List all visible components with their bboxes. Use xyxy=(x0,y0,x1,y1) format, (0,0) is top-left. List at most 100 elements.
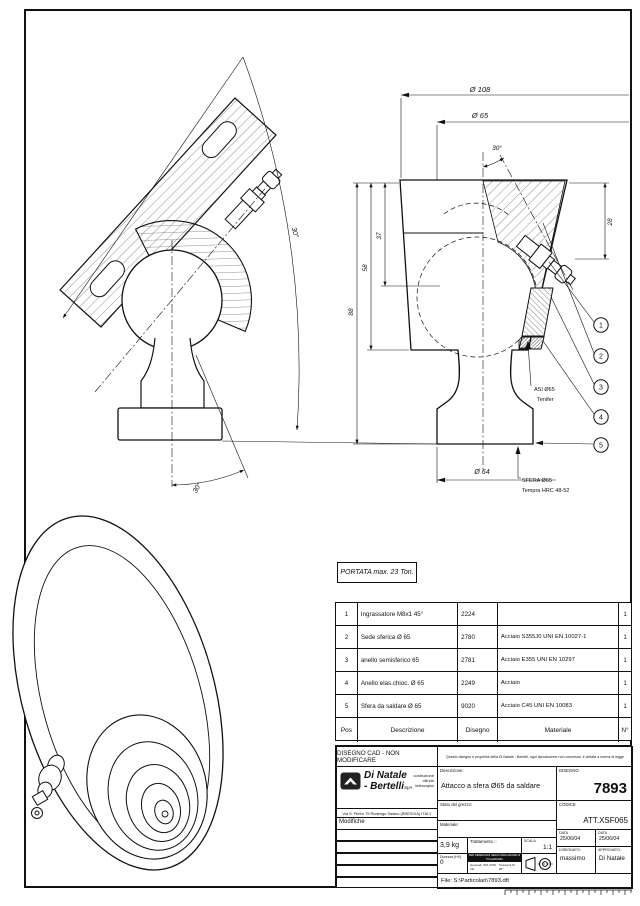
table-row: 4 Anello elas.chioc. Ø 65 2249 Acciaio 1 xyxy=(336,672,631,695)
scala-label: SCALA xyxy=(524,839,536,843)
modifiche-row xyxy=(336,829,438,841)
parts-table: 1 Ingrassatore M8x1 45° 2224 1 2 Sede sf… xyxy=(335,602,632,742)
tagline-2: cilindri xyxy=(422,778,434,783)
company-logo-icon xyxy=(340,772,361,790)
tilted-section-view: 30° 30° xyxy=(59,56,438,495)
part-mat: Acciaio E355 UNI EN 10297 xyxy=(498,649,620,671)
projection-symbol-cell xyxy=(521,853,557,874)
approved-by-value: Di Natale xyxy=(599,855,625,862)
balloons: 1 2 3 4 5 xyxy=(593,317,609,453)
date-drawn-value: 25/06/04 xyxy=(560,836,581,842)
part-desc: Anello elas.chioc. Ø 65 xyxy=(358,672,459,694)
dim-label-37: 37 xyxy=(376,232,383,240)
drawn-by-label: DISEGNATO: xyxy=(559,848,581,852)
tolerance-angle: Angolare 30' xyxy=(502,872,519,874)
dim-label-30: 30° xyxy=(492,144,502,152)
centerline-fitting xyxy=(499,154,574,291)
code-value: ATT.XSF065 xyxy=(583,816,628,825)
angle-dim-side xyxy=(62,56,300,431)
dim-label-58: 58 xyxy=(362,264,369,272)
balloon-1: 1 xyxy=(599,323,603,330)
col-header-mat: Materiale xyxy=(498,718,620,742)
part-mat: Acciaio S355J0 UNI EN.10027-1 xyxy=(498,626,620,648)
part-dis: 2224 xyxy=(458,603,498,625)
col-header-qty: N° xyxy=(621,726,629,734)
sfera-leader xyxy=(515,446,521,479)
date-approved-cell: DATA 25/06/04 xyxy=(595,829,633,847)
balloon-5: 5 xyxy=(599,443,603,450)
tagline-1: costruzione xyxy=(413,773,434,778)
dim-lines xyxy=(353,92,629,483)
modifiche-row xyxy=(336,865,438,877)
part-qty: 1 xyxy=(623,656,627,664)
col-header-dis: Disegno xyxy=(458,718,498,742)
dim-label-28: 28 xyxy=(607,218,614,227)
balloon-3: 3 xyxy=(599,385,603,392)
plate-slot-left xyxy=(89,260,125,298)
part-mat xyxy=(498,603,620,625)
ann-sfera-line1: SFERA Ø65 xyxy=(522,478,552,484)
drawing-number-value: 7893 xyxy=(593,780,627,797)
scala-value: 1:1 xyxy=(542,844,552,851)
ring-leader xyxy=(525,341,532,387)
sheet-frame xyxy=(24,9,632,888)
stato-grezzo-cell: Stato del grezzo: xyxy=(437,800,557,821)
code-cell: CODICE ATT.XSF065 xyxy=(556,800,633,830)
file-path-note: File: S:\Particolari\7893.dft xyxy=(437,873,633,889)
balloon-2: 2 xyxy=(599,354,603,361)
col-header-pos: Pos xyxy=(336,718,358,742)
part-pos: 5 xyxy=(336,695,358,717)
drawing-number-cell: DISEGNO 7893 xyxy=(556,766,633,801)
tolerance-cell: PER DIMENSIONI SENZA INDICAZIONE DI TOLL… xyxy=(467,853,522,874)
isometric-view xyxy=(12,515,224,871)
modifiche-row xyxy=(336,841,438,853)
grease-fitting-front xyxy=(515,234,576,286)
title-block: DISEGNO CAD - NON MODIFICARE Questo dise… xyxy=(335,745,633,889)
tolerance-title: PER DIMENSIONI SENZA INDICAZIONE DI TOLL… xyxy=(468,854,521,862)
balloon-4: 4 xyxy=(599,415,603,422)
part-mat: Acciaio xyxy=(498,672,620,694)
tolerance-general: Generali: ISO 2768-mK xyxy=(470,863,497,871)
part-dis: 2781 xyxy=(458,649,498,671)
modifiche-row xyxy=(336,877,438,888)
elastic-ring-section xyxy=(518,336,545,350)
col-header-desc: Descrizione xyxy=(358,718,459,742)
dim-label-d108: Ø 108 xyxy=(469,85,491,94)
capacity-note: PORTATA max. 23 Ton. xyxy=(337,562,417,583)
code-label: CODICE xyxy=(559,802,576,807)
part-desc: Ingrassatore M8x1 45° xyxy=(358,603,459,625)
part-qty: 1 xyxy=(623,610,627,618)
date-label: DATA xyxy=(598,831,608,835)
table-row: 1 Ingrassatore M8x1 45° 2224 1 xyxy=(336,603,631,626)
table-row: 3 anello semisferico 65 2781 Acciaio E35… xyxy=(336,649,631,672)
stato-grezzo-label: Stato del grezzo: xyxy=(440,802,473,807)
ann-sfera-line2: Tempra HRC 48-52 xyxy=(522,488,569,494)
date-approved-value: 25/06/04 xyxy=(599,836,620,842)
cavity-hidden-arc xyxy=(443,202,511,217)
part-dis: 9020 xyxy=(458,695,498,717)
dim-label-d64: Ø 64 xyxy=(473,469,489,476)
table-header-row: Pos Descrizione Disegno Materiale N° xyxy=(336,718,631,742)
ann-ring-line1: ASI Ø65 xyxy=(534,387,555,393)
company-tagline: costruzione cilindri telescopici xyxy=(414,773,434,788)
approved-by-label: APPROVATO: xyxy=(598,848,621,852)
drawn-by-value: massimo xyxy=(560,855,586,862)
iso-grease-fitting xyxy=(31,754,65,819)
semispheric-ring-section xyxy=(521,287,554,337)
date-label: DATA xyxy=(559,831,569,835)
description-label: Descrizione: xyxy=(440,768,464,773)
front-section-view: 30° xyxy=(348,85,629,494)
scala-cell: SCALA 1:1 xyxy=(521,837,557,854)
part-pos: 1 xyxy=(336,603,358,625)
durezza-value: 0 xyxy=(440,859,444,866)
print-scale-ruler xyxy=(504,889,632,895)
part-dis: 2249 xyxy=(458,672,498,694)
part-mat: Acciaio C45 UNI EN 10083 xyxy=(498,695,620,717)
angle-arc-top xyxy=(482,157,505,168)
company-name-line1: Di Natale xyxy=(364,770,407,781)
first-angle-projection-icon xyxy=(525,856,553,871)
part-pos: 3 xyxy=(336,649,358,671)
date-drawn-cell: DATA 25/06/04 xyxy=(556,829,596,847)
trattamento-cell: Trattamento :- xyxy=(467,837,522,854)
